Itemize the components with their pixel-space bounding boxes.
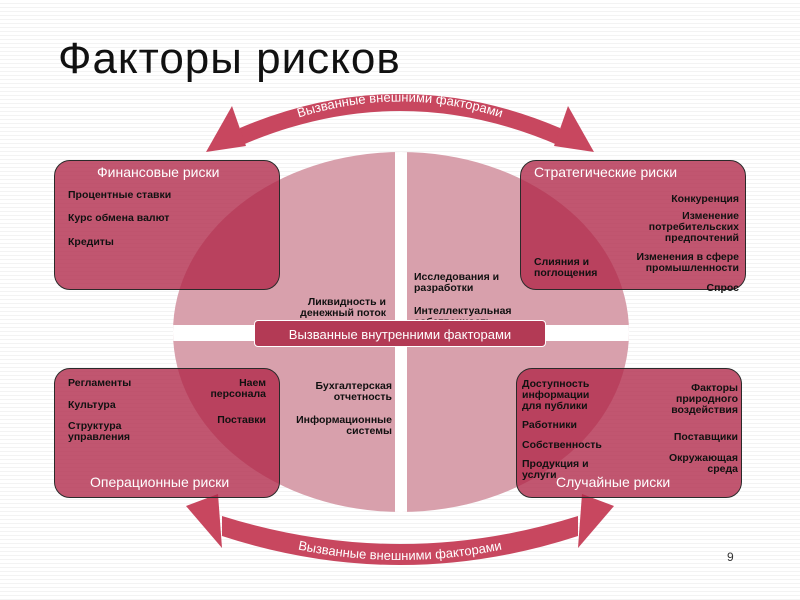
- strategic-item: Изменение потребительских предпочтений: [648, 210, 739, 244]
- hazard-item: Собственность: [522, 439, 602, 451]
- operational-item: Структура управления: [68, 420, 131, 443]
- hazard-item-right: Факторы природного воздействия: [671, 382, 738, 416]
- internal-factors-label: Вызванные внутренними факторами: [254, 320, 546, 347]
- operational-risks-box: [54, 368, 280, 498]
- hazard-item: Работники: [522, 419, 577, 431]
- strategic-item-left: Слияния и поглощения: [534, 256, 598, 279]
- financial-item: Процентные ставки: [68, 189, 172, 201]
- strategic-item: Изменения в сфере промышленности: [636, 251, 740, 274]
- strategic-item: Конкуренция: [671, 193, 739, 205]
- operational-inner-item: Информационные системы: [296, 414, 392, 437]
- bottom-arc-arrow: Вызванные внешними факторами: [186, 494, 614, 565]
- operational-item-right: Наем персонала: [210, 377, 266, 400]
- hazard-risks-box: [516, 368, 742, 498]
- financial-item: Курс обмена валют: [68, 212, 170, 224]
- hazard-item: Продукция и услуги: [522, 458, 589, 481]
- hazard-risks-title: Случайные риски: [556, 474, 671, 490]
- strategic-inner-item: Интеллектуальная собственность: [414, 306, 512, 320]
- strategic-inner-item: Исследования и разработки: [414, 271, 500, 294]
- financial-risks-title: Финансовые риски: [97, 164, 220, 180]
- operational-inner-item: Бухгалтерская отчетность: [315, 380, 392, 403]
- operational-item: Регламенты: [68, 377, 132, 389]
- operational-item: Культура: [68, 399, 116, 411]
- hazard-item: Доступность информации для публики: [522, 378, 590, 412]
- hazard-item-right: Поставщики: [673, 431, 738, 443]
- strategic-item: Спрос: [706, 282, 739, 294]
- hazard-item-right: Окружающая среда: [669, 452, 738, 475]
- financial-item: Кредиты: [68, 236, 114, 248]
- operational-item-right: Поставки: [217, 414, 266, 426]
- strategic-risks-title: Стратегические риски: [534, 164, 678, 180]
- page-number: 9: [727, 550, 734, 564]
- operational-risks-title: Операционные риски: [90, 474, 230, 490]
- page-title: Факторы рисков: [58, 34, 401, 83]
- financial-inner-item: Ликвидность и денежный поток: [300, 296, 386, 319]
- strategic-risks-box: [520, 160, 746, 290]
- top-arc-arrow: Вызванные внешними факторами: [206, 89, 594, 152]
- financial-risks-box: [54, 160, 280, 290]
